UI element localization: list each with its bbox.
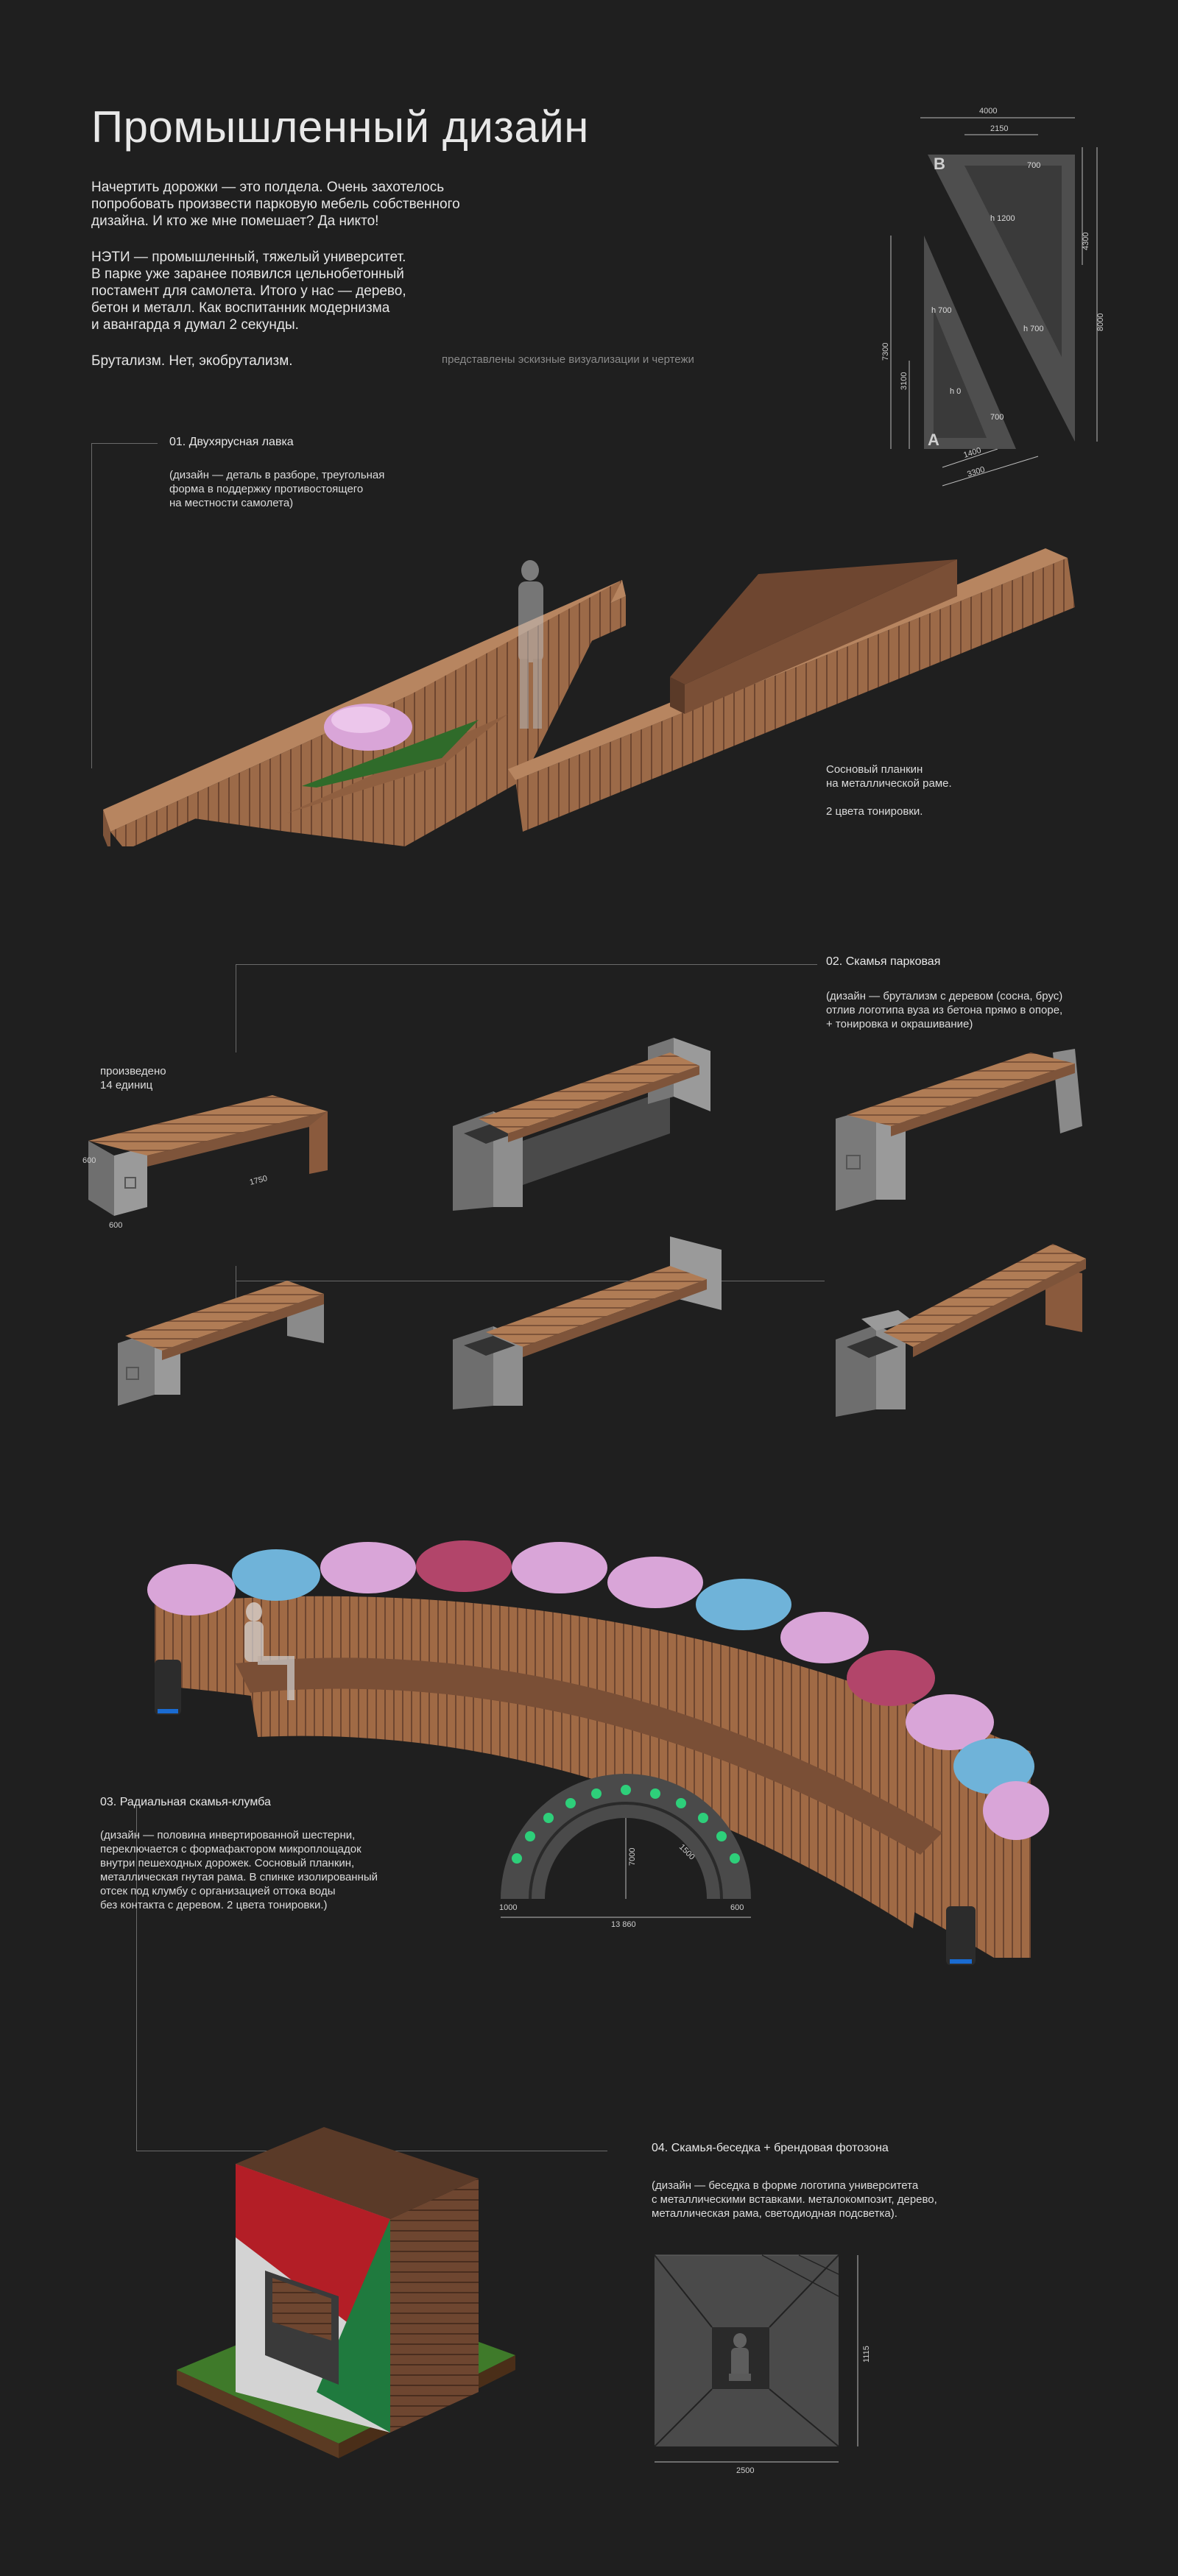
plan-dim-600: 600 (730, 1903, 744, 1912)
section-4-desc: (дизайн — беседка в форме логотипа униве… (652, 2179, 937, 2220)
dim-700-bottom: 700 (990, 413, 1004, 422)
park-bench-render-2 (453, 1038, 710, 1211)
park-bench-render-5 (453, 1236, 722, 1409)
flower-bed (147, 1540, 1049, 1840)
produced-count: произведено 14 единиц (100, 1065, 166, 1091)
leader-line (91, 443, 92, 768)
pavilion-render (177, 2127, 515, 2458)
human-silhouette (729, 2333, 751, 2381)
dim-h700-left: h 700 (931, 306, 952, 315)
trash-bin-icon (155, 1660, 181, 1715)
section-1-label: 01. Двухярусная лавка (169, 436, 294, 448)
bench-dim-length: 1750 (249, 1174, 269, 1187)
dim-700-top: 700 (1027, 161, 1040, 170)
leader-line (136, 1805, 137, 2151)
park-bench-render-1: 600 600 1750 (82, 1095, 328, 1229)
leader-line (91, 443, 158, 444)
intro-paragraph-1: Начертить дорожки — это полдела. Очень з… (91, 180, 460, 229)
section-2-label: 02. Скамья парковая (826, 955, 941, 968)
bench-dim-height: 600 (82, 1156, 96, 1165)
dim-h0: h 0 (950, 387, 961, 396)
plan-dim-13860: 13 860 (611, 1920, 636, 1928)
section-1-side-note: Сосновый планкин на металлической раме. … (826, 763, 952, 818)
plan-dim-7000: 7000 (628, 1848, 637, 1866)
plan-letter-b: B (934, 155, 945, 173)
park-bench-render-6 (836, 1244, 1086, 1417)
page-title: Промышленный дизайн (91, 102, 589, 152)
plan-letter-a: A (928, 431, 939, 449)
radial-bench-plan: 1000 7000 1500 600 13 860 (499, 1774, 751, 1928)
dim-8000: 8000 (1096, 314, 1105, 331)
bench-01-render (103, 548, 1075, 846)
human-silhouette (518, 560, 543, 729)
human-silhouette (244, 1602, 294, 1700)
dim-3100: 3100 (900, 372, 909, 390)
intro-paragraph-3: Брутализм. Нет, экобрутализм. (91, 353, 293, 369)
plan-led-dots (512, 1785, 740, 1864)
section-4-label: 04. Скамья-беседка + брендовая фотозона (652, 2142, 889, 2154)
elevation-dim-height: 1115 (862, 2346, 871, 2363)
intro-text: Начертить дорожки — это полдела. Очень з… (91, 179, 533, 389)
section-3-desc: (дизайн — половина инвертированной шесте… (100, 1829, 378, 1911)
plan-dim-1000: 1000 (499, 1903, 517, 1912)
dim-4300: 4300 (1082, 233, 1090, 250)
section-3-label: 03. Радиальная скамья-клумба (100, 1796, 271, 1808)
intro-paragraph-2: НЭТИ — промышленный, тяжелый университет… (91, 250, 406, 333)
park-bench-render-4 (118, 1281, 324, 1406)
dim-2150: 2150 (990, 124, 1008, 133)
trash-bin-icon (946, 1906, 976, 1965)
elevation-dim-width: 2500 (736, 2466, 754, 2473)
section-2-desc: (дизайн — брутализм с деревом (сосна, бр… (826, 990, 1063, 1030)
dim-3300: 3300 (966, 465, 986, 479)
sketch-note: представлены эскизные визуализации и чер… (442, 353, 694, 366)
leader-line (236, 964, 817, 965)
dim-4000: 4000 (979, 107, 997, 116)
pavilion-elevation: 1115 2500 (654, 2254, 871, 2473)
section-1-desc: (дизайн — деталь в разборе, треугольная … (169, 469, 385, 509)
dim-7300: 7300 (881, 343, 890, 361)
dim-h1200: h 1200 (990, 214, 1015, 223)
radial-bench-render (147, 1540, 1049, 1965)
park-bench-render-3 (836, 1049, 1082, 1211)
plan-drawing: B A 4000 2150 700 h 1200 4300 8000 7300 … (881, 107, 1105, 486)
dim-h700-right: h 700 (1023, 325, 1044, 333)
bench-dim-depth: 600 (109, 1221, 122, 1229)
